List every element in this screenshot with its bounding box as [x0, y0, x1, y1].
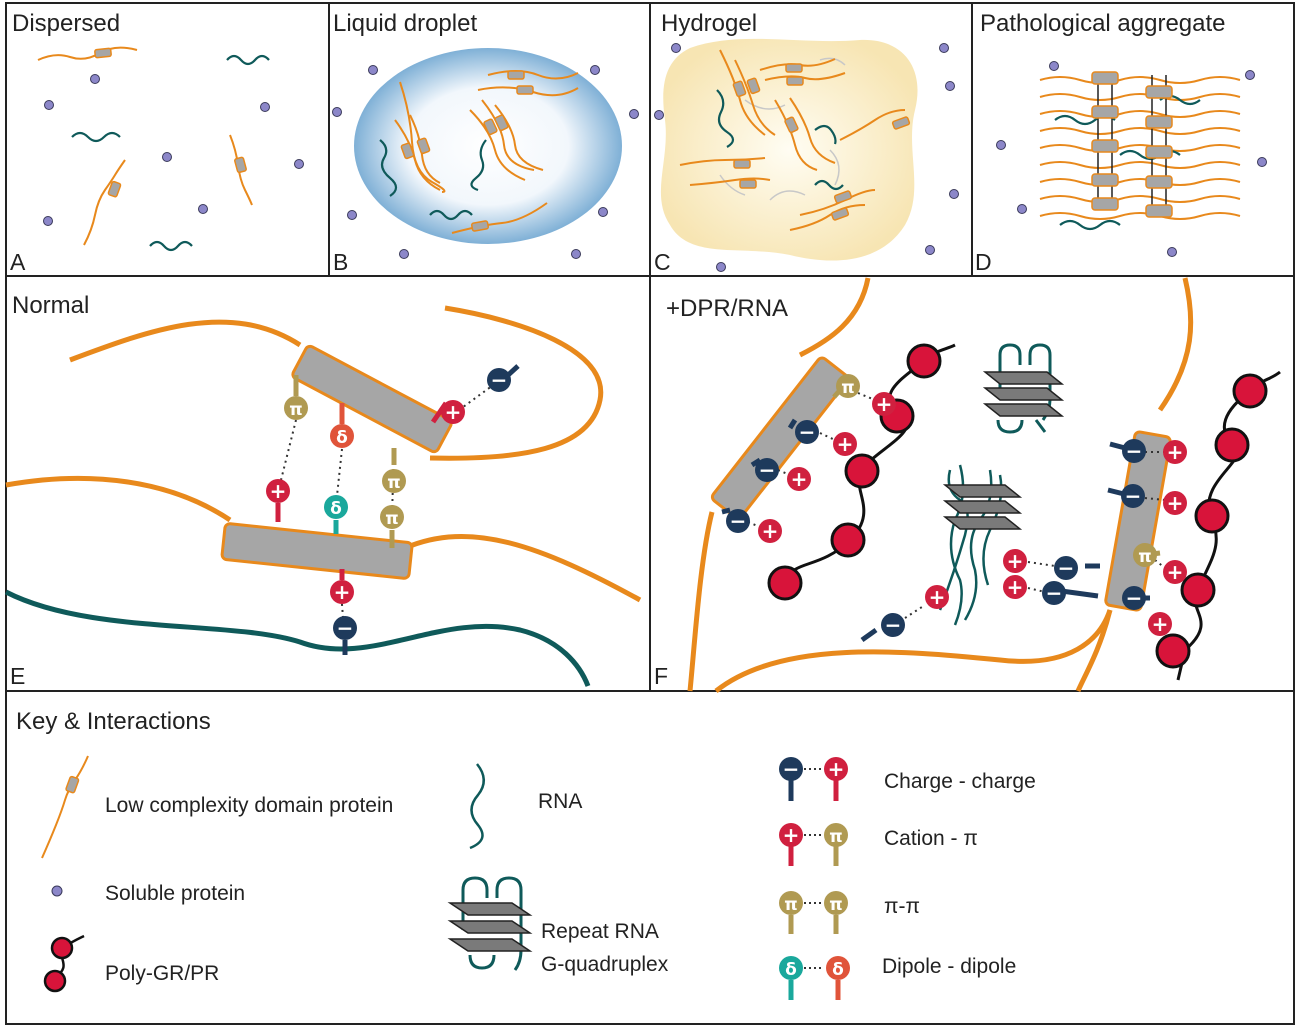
- panel-d-title: Pathological aggregate: [980, 10, 1226, 37]
- rna-icon: [469, 763, 485, 850]
- pi-symbol: π: [1138, 547, 1151, 567]
- key-pi-pi-label: π-π: [884, 895, 920, 918]
- panel-a: Dispersed A: [10, 10, 304, 275]
- plus-symbol: +: [762, 519, 779, 543]
- g-quadruplex-free: [982, 343, 1065, 434]
- charge-charge-icon: − +: [779, 757, 848, 801]
- key-dipole-dipole-label: Dipole - dipole: [882, 955, 1016, 978]
- minus-symbol: −: [491, 368, 508, 392]
- delta-symbol: δ: [330, 499, 342, 519]
- minus-symbol: −: [885, 613, 902, 637]
- pi-symbol: π: [829, 895, 842, 915]
- minus-symbol: −: [1125, 484, 1142, 508]
- delta-symbol: δ: [336, 428, 348, 448]
- delta-symbol: δ: [785, 960, 797, 980]
- plus-symbol: +: [1007, 549, 1024, 573]
- plus-symbol: +: [791, 467, 808, 491]
- key-charge-charge-label: Charge - charge: [884, 770, 1036, 793]
- plus-symbol: +: [929, 585, 946, 609]
- key-g4-line2: G-quadruplex: [541, 953, 669, 976]
- key-g4-line1: Repeat RNA: [541, 920, 659, 943]
- lcd-protein-icon: [41, 755, 89, 859]
- panel-c-title: Hydrogel: [661, 10, 757, 37]
- plus-symbol: +: [270, 479, 287, 503]
- pi-symbol: π: [784, 895, 797, 915]
- plus-symbol: +: [1167, 491, 1184, 515]
- panel-a-letter: A: [10, 249, 26, 275]
- key-lcd-protein-label: Low complexity domain protein: [105, 794, 393, 817]
- minus-symbol: −: [1126, 586, 1143, 610]
- panel-c: Hydrogel C: [654, 10, 959, 275]
- plus-symbol: +: [1007, 575, 1024, 599]
- panel-d-letter: D: [975, 249, 992, 275]
- panel-f-title: +DPR/RNA: [666, 295, 788, 322]
- poly-gr-pr-icon: [43, 934, 85, 993]
- plus-symbol: +: [837, 432, 854, 456]
- minus-symbol: −: [1046, 581, 1063, 605]
- minus-symbol: −: [1126, 439, 1143, 463]
- key-rna-label: RNA: [538, 790, 582, 813]
- delta-symbol: δ: [832, 960, 844, 980]
- plus-symbol: +: [1167, 560, 1184, 584]
- minus-symbol: −: [799, 420, 816, 444]
- minus-symbol: −: [759, 458, 776, 482]
- plus-symbol: +: [876, 392, 893, 416]
- panel-b: Liquid droplet B: [332, 10, 639, 275]
- plus-symbol: +: [445, 400, 462, 424]
- panel-a-title: Dispersed: [12, 10, 120, 37]
- plus-symbol: +: [1152, 612, 1169, 636]
- panel-e: Normal E: [4, 292, 642, 689]
- pi-symbol: π: [829, 827, 842, 847]
- cation-pi-icon: + π: [779, 823, 848, 866]
- key-cation-pi-label: Cation - π: [884, 827, 978, 850]
- key-poly-gr-pr-label: Poly-GR/PR: [105, 962, 219, 985]
- pi-symbol: π: [289, 400, 302, 420]
- panel-b-letter: B: [333, 249, 348, 275]
- plus-symbol: +: [783, 823, 800, 847]
- dipole-dipole-icon: δ δ: [779, 956, 850, 1000]
- g-quadruplex-tangled: [938, 464, 1023, 626]
- panel-c-letter: C: [654, 249, 671, 275]
- minus-symbol: −: [1058, 556, 1075, 580]
- panel-b-title: Liquid droplet: [333, 10, 477, 37]
- minus-symbol: −: [730, 509, 747, 533]
- pi-symbol: π: [387, 473, 400, 493]
- key-panel: Key & Interactions Low complexity domain…: [16, 708, 1036, 1000]
- plus-symbol: +: [828, 757, 845, 781]
- pi-pi-icon: π π: [779, 891, 848, 934]
- pi-symbol: π: [841, 378, 854, 398]
- panel-f: +DPR/RNA F: [654, 277, 1281, 693]
- panel-e-letter: E: [10, 663, 25, 689]
- soluble-protein-icon: [51, 885, 63, 897]
- pi-symbol: π: [385, 509, 398, 529]
- minus-symbol: −: [337, 616, 354, 640]
- panel-f-letter: F: [654, 663, 668, 689]
- plus-symbol: +: [1167, 440, 1184, 464]
- key-title: Key & Interactions: [16, 708, 211, 735]
- g-quadruplex-icon: [447, 876, 533, 971]
- panel-frames: [5, 2, 1295, 1025]
- panel-d: Pathological aggregate D: [975, 10, 1267, 275]
- plus-symbol: +: [334, 580, 351, 604]
- minus-symbol: −: [783, 757, 800, 781]
- panel-e-title: Normal: [12, 292, 89, 319]
- key-soluble-protein-label: Soluble protein: [105, 882, 245, 905]
